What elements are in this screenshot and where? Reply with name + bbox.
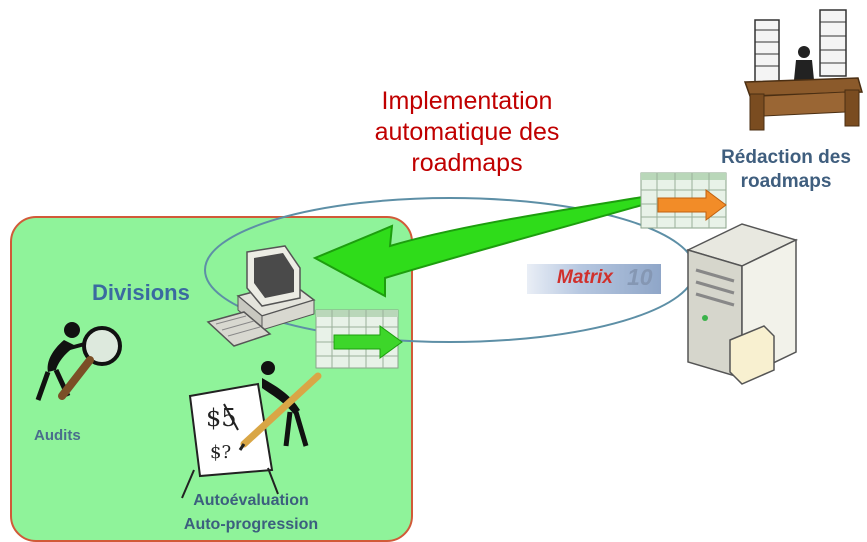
self-assessment-drawing-icon: $5 $? bbox=[181, 361, 322, 499]
redaction-line-2: roadmaps bbox=[740, 171, 832, 192]
server-tower-icon bbox=[685, 223, 799, 385]
logo-number: 10 bbox=[627, 264, 653, 290]
desktop-computer-icon bbox=[206, 245, 316, 347]
title-line-3: roadmaps bbox=[411, 149, 523, 177]
title-line-1: Implementation bbox=[381, 87, 553, 115]
logo-word: Matrix bbox=[557, 267, 613, 288]
redaction-label: Rédaction des roadmaps bbox=[704, 146, 867, 194]
desk-clerk-icon bbox=[743, 9, 863, 131]
auto-line-1: Autoévaluation bbox=[193, 492, 309, 509]
implementation-title: Implementation automatique des roadmaps bbox=[356, 86, 578, 179]
division-spreadsheet-icon bbox=[315, 309, 403, 369]
roadmap-spreadsheet-icon bbox=[640, 172, 727, 229]
green-small-arrow-icon bbox=[333, 325, 403, 359]
implementation-arrow-icon bbox=[312, 185, 709, 298]
autoevaluation-label: Autoévaluation Auto-progression bbox=[168, 489, 334, 537]
audits-label: Audits bbox=[34, 427, 81, 444]
svg-text:$?: $? bbox=[210, 442, 231, 463]
divisions-label: Divisions bbox=[92, 280, 190, 305]
orange-arrow-icon bbox=[657, 189, 727, 221]
auto-line-2: Auto-progression bbox=[183, 516, 319, 533]
auditor-magnifier-icon bbox=[35, 322, 122, 401]
title-line-2: automatique des bbox=[374, 118, 560, 146]
matrix10-logo: Matrix 10 bbox=[527, 264, 661, 294]
redaction-line-1: Rédaction des bbox=[721, 147, 851, 168]
